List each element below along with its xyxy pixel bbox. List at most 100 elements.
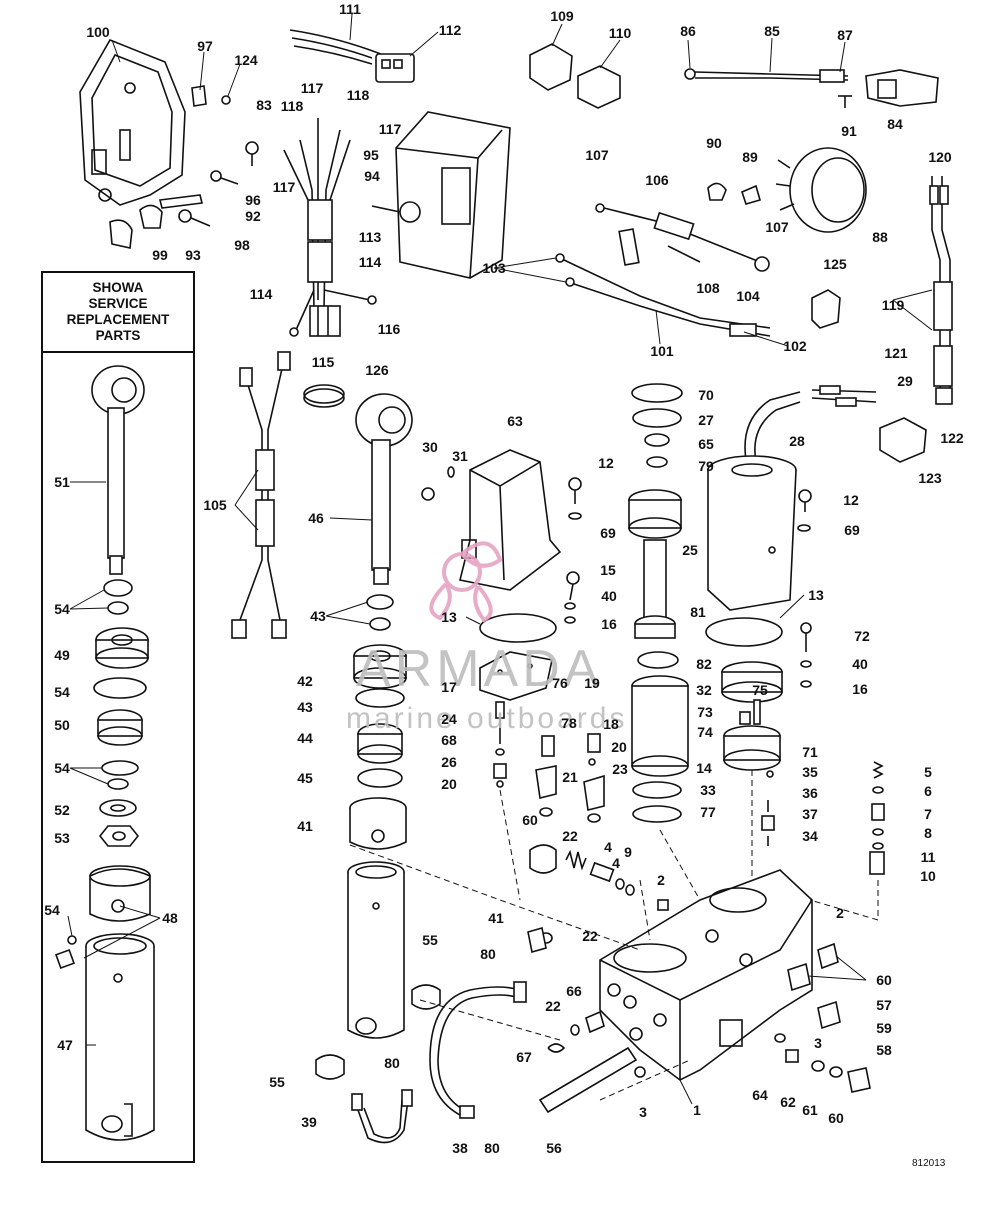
part-plugs-60-57-59 (774, 942, 871, 1093)
callout-40: 40 (601, 588, 617, 604)
box-callout-49: 49 (54, 647, 70, 663)
watermark-brand: ARMADA (356, 640, 602, 698)
callout-60: 60 (876, 972, 892, 988)
part-cable-119 (929, 176, 953, 405)
callout-125: 125 (823, 256, 847, 272)
callout-119: 119 (882, 297, 905, 313)
callout-22: 22 (582, 928, 598, 944)
callout-labels: 1009712483969298939911111211711811811711… (86, 1, 964, 1156)
callout-98: 98 (234, 237, 250, 253)
part-harness-top (289, 29, 415, 83)
callout-40: 40 (852, 656, 868, 672)
callout-117: 117 (273, 179, 296, 195)
callout-55: 55 (422, 932, 438, 948)
callout-11: 11 (921, 849, 936, 865)
part-manifold-1 (599, 869, 813, 1081)
box-callout-47: 47 (57, 1037, 73, 1053)
callout-110: 110 (609, 25, 632, 41)
callout-58: 58 (876, 1042, 892, 1058)
part-leads-29 (811, 385, 877, 407)
callout-89: 89 (742, 149, 758, 165)
callout-117: 117 (379, 121, 402, 137)
service-box-title-line: SHOWA (92, 280, 143, 295)
part-pin-56 (538, 1046, 638, 1114)
callout-68: 68 (441, 732, 457, 748)
part-screws-left (109, 141, 259, 249)
callout-13: 13 (441, 609, 457, 625)
callout-29: 29 (897, 373, 913, 389)
callout-105: 105 (203, 497, 227, 513)
alignment-lines (349, 770, 879, 1101)
callout-82: 82 (696, 656, 712, 672)
callout-62: 62 (780, 1094, 796, 1110)
callout-96: 96 (245, 192, 261, 208)
callout-43: 43 (310, 608, 326, 624)
part-cover-box (371, 111, 511, 279)
callout-126: 126 (365, 362, 389, 378)
callout-78: 78 (561, 715, 577, 731)
callout-37: 37 (802, 806, 818, 822)
showa-parts (55, 365, 155, 1141)
part-tube-39 (351, 981, 527, 1144)
part-relays (529, 43, 621, 109)
part-valves-left (493, 701, 669, 911)
box-callout-54: 54 (54, 684, 70, 700)
box-callout-50: 50 (54, 717, 70, 733)
part-trim-gauge (707, 147, 867, 233)
callout-42: 42 (297, 673, 313, 689)
callout-108: 108 (696, 280, 720, 296)
callout-83: 83 (256, 97, 272, 113)
callout-118: 118 (347, 87, 370, 103)
callout-22: 22 (562, 828, 578, 844)
part-connector-123 (879, 417, 927, 463)
callout-43: 43 (297, 699, 313, 715)
callout-65: 65 (698, 436, 714, 452)
callout-80: 80 (384, 1055, 400, 1071)
callout-75: 75 (752, 682, 768, 698)
callout-45: 45 (297, 770, 313, 786)
callout-63: 63 (507, 413, 523, 429)
callout-123: 123 (918, 470, 942, 486)
callout-20: 20 (441, 776, 457, 792)
part-seals-43 (366, 594, 394, 631)
part-cap-42 (353, 644, 407, 708)
callout-30: 30 (422, 439, 438, 455)
box-callout-52: 52 (54, 802, 70, 818)
callout-22: 22 (545, 998, 561, 1014)
callout-3: 3 (639, 1104, 647, 1120)
part-piston-44 (357, 723, 403, 788)
box-callout-53: 53 (54, 830, 70, 846)
callout-91: 91 (841, 123, 857, 139)
callout-20: 20 (611, 739, 627, 755)
callout-44: 44 (297, 730, 313, 746)
box-callout-48: 48 (162, 910, 178, 926)
callout-81: 81 (690, 604, 706, 620)
callout-1: 1 (693, 1102, 701, 1118)
callout-16: 16 (852, 681, 868, 697)
callout-111: 111 (339, 1, 361, 17)
callout-9: 9 (624, 844, 632, 860)
callout-88: 88 (872, 229, 888, 245)
part-motor-28 (705, 391, 812, 647)
part-cable-101 (555, 253, 771, 337)
part-cylinder (347, 861, 405, 1039)
callout-100: 100 (86, 24, 110, 40)
callout-118: 118 (281, 98, 304, 114)
callout-67: 67 (516, 1049, 532, 1065)
callout-97: 97 (197, 38, 213, 54)
callout-73: 73 (697, 704, 713, 720)
figure-code: 812013 (912, 1158, 946, 1169)
callout-4: 4 (604, 839, 612, 855)
box-callout-51: 51 (54, 474, 70, 490)
callout-23: 23 (612, 761, 628, 777)
callout-77: 77 (700, 804, 716, 820)
callout-122: 122 (940, 430, 964, 446)
callout-4: 4 (612, 855, 620, 871)
callout-46: 46 (308, 510, 324, 526)
part-ram-46 (355, 393, 413, 585)
callout-114: 114 (359, 254, 382, 270)
callout-33: 33 (700, 782, 716, 798)
watermark: ARMADA marine outboards (346, 541, 624, 735)
callout-8: 8 (924, 825, 932, 841)
callout-72: 72 (854, 628, 870, 644)
